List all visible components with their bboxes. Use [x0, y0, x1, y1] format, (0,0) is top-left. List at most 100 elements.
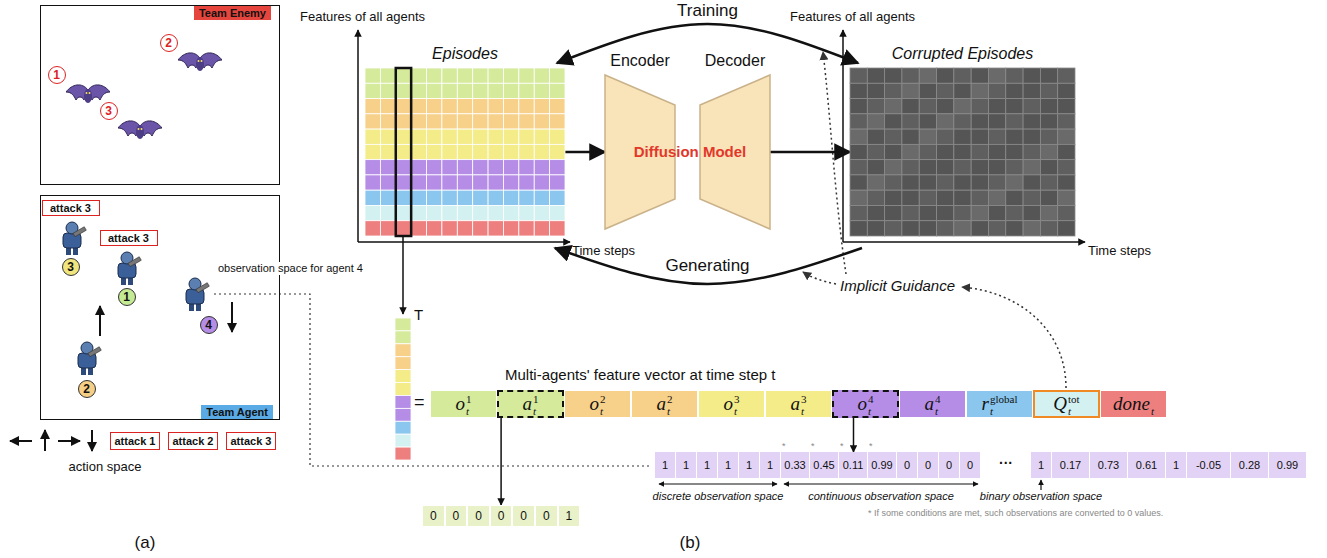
grid-cell [365, 190, 380, 205]
grid-cell [902, 205, 919, 220]
grid-cell [850, 205, 867, 220]
grid-cell [457, 175, 472, 190]
grid-cell [473, 114, 488, 129]
text-wrap: 0.73 [1098, 459, 1119, 471]
corrupted-grid: Corrupted Episodes [850, 68, 1075, 236]
grid-cell [885, 190, 902, 205]
grid-cell [442, 83, 457, 98]
script-stack: t [1151, 391, 1154, 417]
vector-caption: Multi-agents' feature vector at time ste… [505, 366, 775, 383]
equals-sign: = [414, 392, 425, 413]
grid-cell [550, 68, 565, 83]
episode-grid: Episodes [365, 68, 565, 236]
symbol: r [982, 393, 989, 415]
grid-cell [971, 114, 988, 129]
text-wrap: 0.11 [843, 459, 864, 471]
text-wrap: 0 [904, 459, 910, 471]
enemy-unit [118, 121, 162, 139]
agent-unit [186, 278, 209, 311]
grid-cell [411, 68, 426, 83]
symbol: o [858, 393, 868, 415]
grid-cell [919, 129, 936, 144]
grid-cell [954, 221, 971, 236]
observation-cell: 1 [676, 452, 697, 478]
superscript: tot [1068, 393, 1080, 405]
node-text: 0.28 [1239, 459, 1260, 471]
grid-cell [850, 129, 867, 144]
grid-cell [1023, 190, 1040, 205]
move-arrow [231, 302, 233, 332]
panel-letter: (b) [680, 533, 701, 553]
grid-cell [954, 99, 971, 114]
grid-cell [850, 99, 867, 114]
grid-cell [457, 160, 472, 175]
text-wrap: 2 [165, 36, 172, 50]
column-vector [395, 318, 411, 460]
grid-cell [442, 68, 457, 83]
grid-cell [1006, 68, 1023, 83]
enemy-number: 2 [160, 34, 178, 52]
grid-cell [365, 160, 380, 175]
bracket-arrow [659, 483, 777, 484]
enemy-unit [66, 85, 110, 103]
grid-cell [427, 83, 442, 98]
node-text: 0 [498, 509, 505, 523]
node-text: 0 [543, 509, 550, 523]
feature-cell: a1t [497, 390, 564, 418]
grid-cell [457, 144, 472, 159]
observation-cell: 0 [939, 452, 960, 478]
script-stack: 2t [667, 391, 673, 417]
grid-cell [534, 68, 549, 83]
grid-cell [850, 160, 867, 175]
enemy-number: 1 [48, 66, 66, 84]
text-wrap: a1t [523, 391, 539, 417]
grid-cell [550, 83, 565, 98]
grid-cell [442, 221, 457, 236]
enemy-unit [178, 53, 222, 71]
text-wrap: 0 [453, 509, 460, 523]
grid-cell [380, 160, 395, 175]
grid-cell [503, 221, 518, 236]
grid-cell [534, 175, 549, 190]
node-text: 0.11 [843, 459, 864, 471]
grid-cell [902, 99, 919, 114]
grid-cell [550, 99, 565, 114]
text-wrap: 3 [67, 260, 74, 274]
grid-cell [1006, 221, 1023, 236]
script-stack: 1t [533, 391, 539, 417]
grid-cell [427, 205, 442, 220]
feature-cell: Qtott [1033, 390, 1100, 418]
grid-cell [519, 160, 534, 175]
grid-cell [365, 175, 380, 190]
text-wrap: 1 [704, 459, 710, 471]
grid-cell [937, 221, 954, 236]
grid-cell [885, 160, 902, 175]
grid-cell [473, 68, 488, 83]
text-wrap: o2t [590, 391, 606, 417]
text-wrap: 1 [767, 459, 773, 471]
footnote-mark: * [840, 441, 844, 451]
grid-cell [534, 144, 549, 159]
node-text: 0.99 [1277, 459, 1298, 471]
node-text: 0 [475, 509, 482, 523]
grid-cell [503, 68, 518, 83]
grid-cell [380, 175, 395, 190]
grid-cell [971, 68, 988, 83]
grid-cell [396, 83, 411, 98]
grid-cell [1006, 114, 1023, 129]
grid-cell [937, 114, 954, 129]
superscript: global [990, 393, 1018, 405]
grid-cell [850, 68, 867, 83]
grid-cell [1023, 144, 1040, 159]
feature-cell: a4t [899, 390, 966, 418]
grid-cell [411, 205, 426, 220]
node-text: 1 [1038, 459, 1044, 471]
subscript: t [600, 405, 606, 417]
action-tag: attack 3 [42, 200, 100, 216]
move-arrows [10, 302, 232, 451]
text-wrap: o4t [858, 391, 874, 417]
grid-cell [365, 83, 380, 98]
action-bit: 0 [445, 505, 468, 527]
text-wrap: 1 [662, 459, 668, 471]
grid-cell [457, 205, 472, 220]
